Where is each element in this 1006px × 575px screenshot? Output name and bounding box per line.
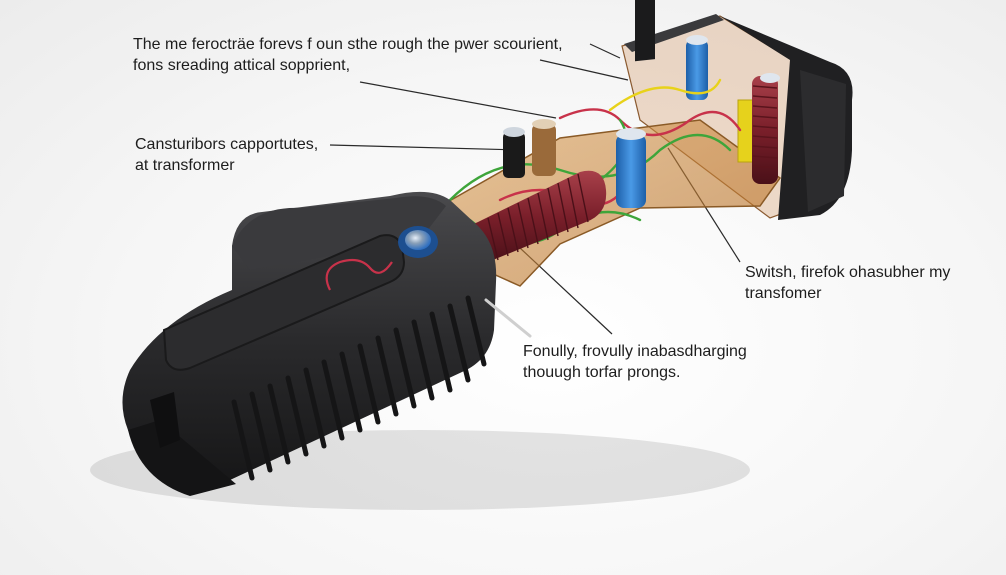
small-capacitors (503, 119, 556, 178)
label-prongs-line1: Fonully, frovully inabasdharging (523, 343, 747, 360)
label-power-source: The me ferocträe forevs f oun sthe rough… (133, 34, 563, 76)
label-power-source-line1: The me ferocträe forevs f oun sthe rough… (133, 36, 563, 53)
label-prongs: Fonully, frovully inabasdharging thouugh… (523, 341, 747, 383)
label-switch: Switsh, firefok ohasubher my transfomer (745, 262, 950, 304)
charging-port (150, 392, 180, 448)
head-components (686, 35, 780, 184)
label-switch-line2: transfomer (745, 285, 822, 302)
prong (484, 298, 532, 338)
label-power-source-line2: fons sreading attical sopprient, (133, 57, 351, 74)
label-capacitors-line1: Cansturibors capportutes, (135, 136, 319, 153)
panel-wire (325, 258, 393, 291)
blue-capacitor (616, 128, 646, 208)
transformer-coil (463, 170, 607, 263)
label-capacitors-line2: at transformer (135, 157, 235, 174)
label-switch-line1: Switsh, firefok ohasubher my (745, 264, 951, 281)
label-prongs-line2: thouugh torfar prongs. (523, 364, 681, 381)
grip-ridges (231, 295, 487, 481)
top-panel (162, 234, 406, 371)
power-button[interactable] (398, 226, 438, 258)
label-capacitors: Cansturibors capportutes, at transformer (135, 134, 318, 176)
